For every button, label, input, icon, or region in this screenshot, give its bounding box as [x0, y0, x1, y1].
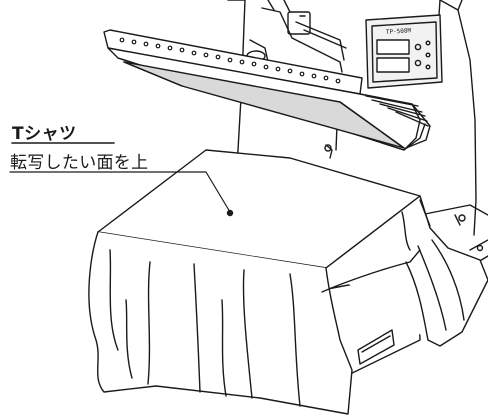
platen-holes [119, 37, 341, 84]
control-panel-model: TP-508M [386, 27, 412, 36]
callout-leader [9, 142, 234, 217]
upper-heat-platen [103, 29, 431, 151]
control-panel [365, 14, 443, 89]
callout-subtitle: 転写したい面を上 [10, 153, 149, 173]
t-shirt-illustration [88, 149, 488, 415]
callout-title: Tシャツ [12, 124, 77, 144]
